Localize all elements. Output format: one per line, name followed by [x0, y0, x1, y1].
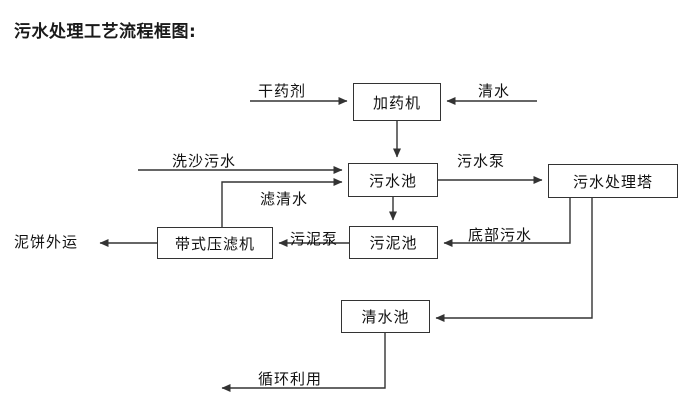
- label-recycling-reuse: 循环利用: [258, 370, 323, 388]
- label-sand-wash-sewage: 洗沙污水: [172, 152, 237, 170]
- node-label: 污水池: [368, 171, 417, 190]
- label-sewage-pump: 污水泵: [457, 152, 506, 170]
- label-bottom-sewage: 底部污水: [468, 226, 533, 244]
- node-sludge-pool[interactable]: 污泥池: [349, 226, 438, 259]
- node-sewage-pool[interactable]: 污水池: [348, 163, 438, 197]
- node-belt-filter-press[interactable]: 带式压滤机: [157, 227, 273, 259]
- label-clean-water-in: 清水: [478, 82, 511, 100]
- connector-filtrate-line: [221, 178, 343, 227]
- node-label: 污泥池: [369, 234, 418, 252]
- node-dosing-machine[interactable]: 加药机: [353, 83, 441, 121]
- label-mud-cake-output: 泥饼外运: [14, 233, 79, 251]
- node-treatment-tower[interactable]: 污水处理塔: [548, 164, 678, 198]
- node-label: 污水处理塔: [572, 172, 653, 191]
- node-label: 带式压滤机: [174, 234, 255, 253]
- node-label: 清水池: [361, 308, 410, 326]
- label-filtrate-water: 滤清水: [260, 190, 309, 208]
- node-clean-water-pool[interactable]: 清水池: [341, 300, 430, 333]
- connector-bottom-sewage-line: [443, 198, 571, 247]
- connector-tower-to-cleanwater: [435, 198, 593, 322]
- label-dry-reagent: 干药剂: [258, 82, 307, 100]
- node-label: 加药机: [372, 93, 421, 112]
- page-title: 污水处理工艺流程框图:: [14, 22, 197, 42]
- label-sludge-pump: 污泥泵: [290, 230, 339, 248]
- connector-cleanwater-recycle: [221, 333, 386, 392]
